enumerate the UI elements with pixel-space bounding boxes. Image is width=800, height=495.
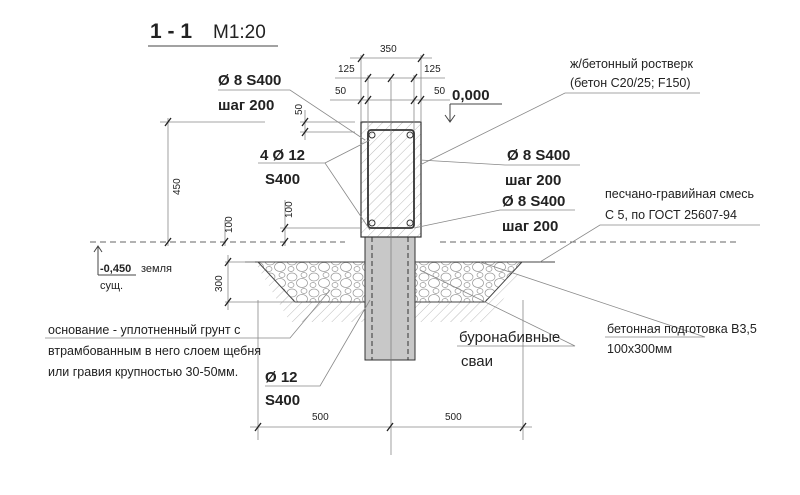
- grillage-label: ж/бетонный ростверк: [570, 57, 693, 71]
- dim-125-left: 125: [338, 64, 355, 75]
- pile-label-1: буронабивные: [459, 329, 560, 346]
- concrete-prep-size: 100x300мм: [607, 342, 672, 356]
- base-note-2: втрамбованным в него слоем щебня: [48, 344, 261, 358]
- dim-100-left: 100: [224, 216, 235, 233]
- stirrup-top-step: шаг 200: [218, 97, 274, 114]
- rebar-bar: [368, 131, 376, 139]
- stirrup-right-step: шаг 200: [505, 172, 561, 189]
- bottom-dimensions: 500 500: [250, 300, 532, 440]
- level-marker-top: 0,000: [444, 87, 502, 123]
- top-dimensions: 350 125 125 50 50: [330, 44, 450, 130]
- concrete-prep-label: бетонная подготовка B3,5: [607, 322, 757, 336]
- dim-350: 350: [380, 44, 397, 55]
- dim-500-right: 500: [445, 412, 462, 423]
- section-title: 1 - 1 M1:20: [148, 20, 278, 47]
- rebar-label: 4 Ø 12: [260, 147, 305, 164]
- dim-50-left: 50: [335, 86, 347, 97]
- sand-gravel-label: песчано-гравийная смесь: [605, 187, 754, 201]
- dim-50-vertical: 50: [294, 103, 305, 115]
- base-note-1: основание - уплотненный грунт с: [48, 323, 240, 337]
- pile-rebar-label: Ø 12: [265, 369, 298, 386]
- level-marker-ground: -0,450 земля сущ.: [93, 245, 172, 292]
- dim-450: 450: [172, 178, 183, 195]
- dim-50-right: 50: [434, 86, 446, 97]
- pile-label-2: сваи: [461, 353, 493, 370]
- pile-rebar-grade: S400: [265, 392, 300, 409]
- stirrup-bottom-step: шаг 200: [502, 218, 558, 235]
- annotations: Ø 8 S400 шаг 200 4 Ø 12 S400 Ø 8 S400 ша…: [48, 57, 757, 409]
- ground-note-2: сущ.: [100, 280, 123, 292]
- section-number: 1 - 1: [150, 20, 192, 43]
- level-top: 0,000: [452, 87, 490, 104]
- stirrup-right-label: Ø 8 S400: [507, 147, 570, 164]
- base-note-3: или гравия крупностью 30-50мм.: [48, 365, 238, 379]
- dim-500-left: 500: [312, 412, 329, 423]
- dim-300: 300: [214, 275, 225, 292]
- ground-note-1: земля: [141, 263, 172, 275]
- level-ground: -0,450: [100, 263, 131, 275]
- section-scale: M1:20: [213, 22, 266, 43]
- leader-lines: [45, 89, 760, 387]
- grillage-concrete: (бетон C20/25; F150): [570, 76, 691, 90]
- stirrup-bottom-label: Ø 8 S400: [502, 193, 565, 210]
- sand-gravel-standard: С 5, по ГОСТ 25607-94: [605, 208, 737, 222]
- dim-125-right: 125: [424, 64, 441, 75]
- dim-100-vertical: 100: [284, 201, 295, 218]
- grillage-beam: [360, 80, 422, 455]
- stirrup-top-label: Ø 8 S400: [218, 72, 281, 89]
- bored-pile: [364, 236, 416, 361]
- rebar-grade: S400: [265, 171, 300, 188]
- left-dimensions: 450 100 50 100 300: [160, 103, 360, 310]
